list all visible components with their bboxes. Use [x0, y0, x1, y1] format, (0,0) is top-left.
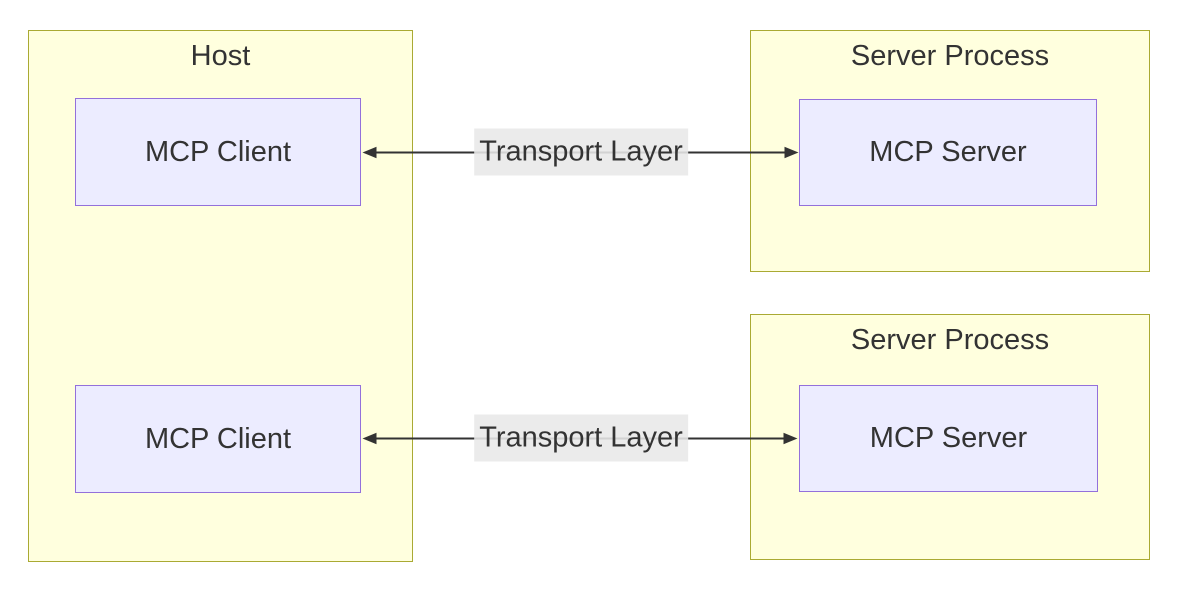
node-mcp-client-1: MCP Client	[75, 98, 361, 206]
node-mcp-server-1: MCP Server	[799, 99, 1097, 206]
node-mcp-server-2: MCP Server	[799, 385, 1098, 492]
cluster-server-process-1-title: Server Process	[850, 40, 1050, 72]
node-mcp-client-2: MCP Client	[75, 385, 361, 493]
node-mcp-client-2-label: MCP Client	[144, 422, 292, 455]
node-mcp-server-1-label: MCP Server	[869, 136, 1027, 168]
cluster-server-process-1: Server Process MCP Server	[750, 30, 1150, 272]
cluster-host: Host MCP Client MCP Client	[28, 30, 413, 562]
cluster-server-process-2-title: Server Process	[850, 324, 1050, 356]
cluster-server-process-2: Server Process MCP Server	[750, 314, 1150, 560]
node-mcp-client-1-label: MCP Client	[144, 135, 292, 168]
cluster-host-title: Host	[190, 40, 251, 72]
edge-label-transport-layer-1: Transport Layer	[474, 128, 688, 176]
edge-label-transport-layer-2: Transport Layer	[474, 414, 688, 462]
node-mcp-server-2-label: MCP Server	[869, 422, 1028, 454]
